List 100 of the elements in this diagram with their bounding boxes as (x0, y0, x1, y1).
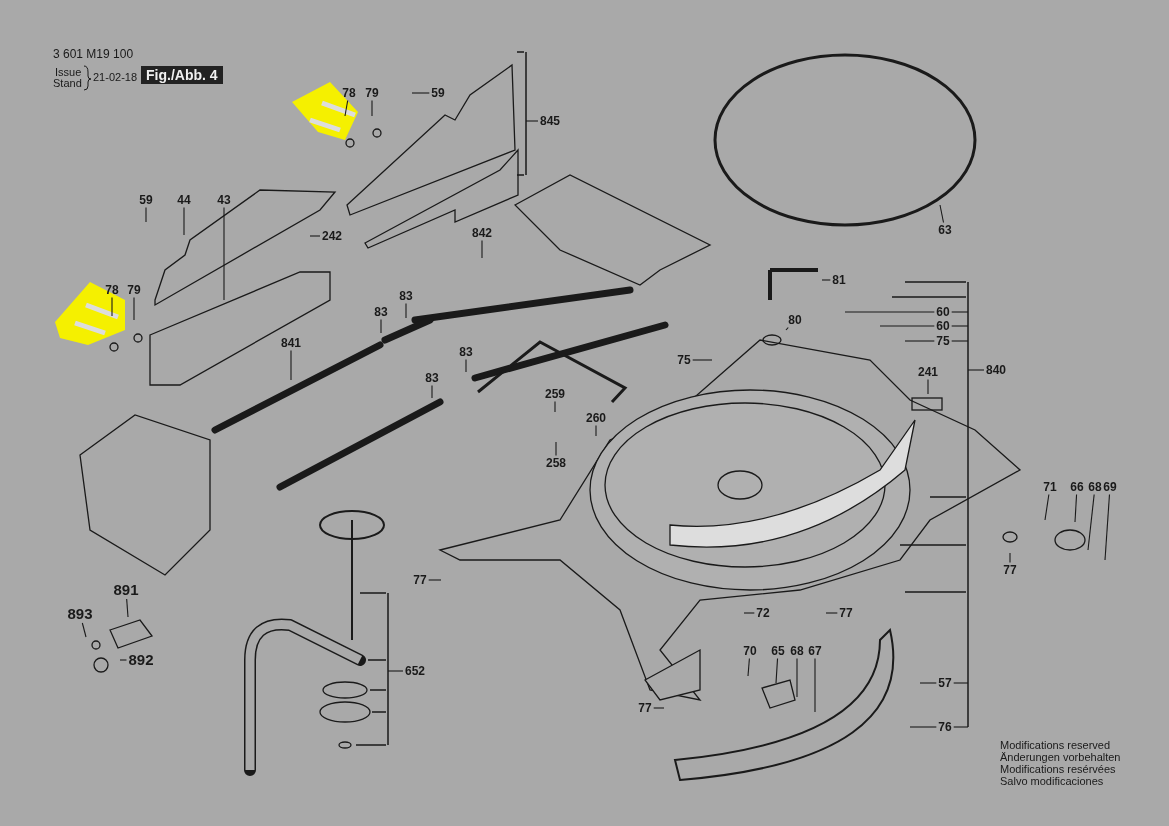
leader-line (290, 349, 292, 381)
callout-number: 83 (373, 305, 389, 319)
callout-number: 75 (935, 334, 951, 348)
leader-line (814, 657, 816, 713)
leader-line (371, 99, 373, 117)
callout-number: 75 (676, 353, 692, 367)
leader-line (879, 325, 935, 327)
leader-line (387, 670, 404, 672)
callout-number: 67 (807, 644, 823, 658)
leader-line (431, 384, 433, 399)
callout-number: 57 (937, 676, 953, 690)
leader-line (951, 340, 969, 342)
note-text: Modifications reserved (1000, 739, 1111, 751)
callout-number: 83 (424, 371, 440, 385)
callout-number: 43 (216, 193, 232, 207)
leader-line (844, 311, 935, 313)
leader-line (81, 622, 87, 638)
callout-number: 78 (104, 283, 120, 297)
note-text: Modifications resérvées (1000, 763, 1116, 775)
leader-line (595, 424, 597, 437)
callout-number: 80 (787, 313, 803, 327)
leader-line (309, 235, 321, 237)
callout-number: 241 (917, 365, 939, 379)
part-number: 3 601 M19 100 (53, 48, 134, 60)
leader-line (747, 657, 750, 677)
header-text: Stand (53, 77, 82, 89)
callout-number: 242 (321, 229, 343, 243)
leader-line (825, 612, 838, 614)
header-text: Issue (55, 66, 82, 78)
leader-line (428, 579, 442, 581)
leader-line (904, 340, 935, 342)
callout-number: 892 (127, 652, 155, 668)
callout-number: 60 (935, 319, 951, 333)
callout-number: 66 (1069, 480, 1085, 494)
leader-line (785, 326, 789, 331)
leader-line (653, 707, 665, 709)
callout-number: 44 (176, 193, 192, 207)
leader-line (223, 206, 225, 301)
callout-number: 70 (742, 644, 758, 658)
leader-line (743, 612, 755, 614)
leader-line (111, 296, 113, 317)
callout-number: 76 (937, 720, 953, 734)
leader-line (953, 682, 969, 684)
callout-number: 68 (1087, 480, 1103, 494)
note-text: Salvo modificaciones (1000, 775, 1104, 787)
callout-number: 79 (126, 283, 142, 297)
callout-number: 59 (138, 193, 154, 207)
callout-number: 77 (412, 573, 428, 587)
leader-line (1044, 493, 1050, 521)
leader-line (126, 598, 129, 618)
leader-line (775, 657, 779, 684)
callout-number: 81 (831, 273, 847, 287)
callout-number: 72 (755, 606, 771, 620)
date-text: 21-02-18 (93, 71, 138, 83)
callout-number: 259 (544, 387, 566, 401)
leader-line (525, 120, 539, 122)
leader-line (1087, 493, 1095, 551)
note-text: Änderungen vorbehalten (1000, 751, 1121, 763)
leader-line (796, 657, 798, 698)
leader-line (951, 311, 969, 313)
callout-number: 59 (430, 86, 446, 100)
leader-line (411, 92, 430, 94)
callout-number: 841 (280, 336, 302, 350)
leader-line (1009, 552, 1011, 564)
callout-number: 83 (398, 289, 414, 303)
callout-number: 79 (364, 86, 380, 100)
leader-line (405, 302, 407, 319)
callout-number: 78 (341, 86, 357, 100)
leader-line (481, 239, 483, 259)
leader-line (821, 279, 831, 281)
leader-line (555, 441, 557, 457)
leader-line (344, 99, 349, 117)
callout-number: 83 (458, 345, 474, 359)
callout-number: 65 (770, 644, 786, 658)
callout-number: 260 (585, 411, 607, 425)
leader-line (909, 726, 937, 728)
callout-number: 845 (539, 114, 561, 128)
leader-line (953, 726, 969, 728)
callout-number: 71 (1042, 480, 1058, 494)
leader-line (967, 369, 985, 371)
leader-line (927, 378, 929, 395)
leader-line (554, 400, 556, 413)
callout-number: 652 (404, 664, 426, 678)
leader-line (465, 358, 467, 373)
leader-line (145, 206, 147, 223)
leader-line (380, 318, 382, 334)
callout-number: 63 (937, 223, 953, 237)
callout-number: 891 (112, 582, 140, 598)
figure-label: Fig./Abb. 4 (141, 66, 223, 84)
callout-number: 258 (545, 456, 567, 470)
callout-number: 60 (935, 305, 951, 319)
leader-line (119, 659, 128, 661)
callout-number: 69 (1102, 480, 1118, 494)
leader-line (133, 296, 135, 321)
leader-line (951, 325, 969, 327)
leader-line (1074, 493, 1078, 523)
callout-number: 77 (1002, 563, 1018, 577)
callout-number: 77 (637, 701, 653, 715)
callout-number: 842 (471, 226, 493, 240)
leader-line (1104, 493, 1111, 561)
